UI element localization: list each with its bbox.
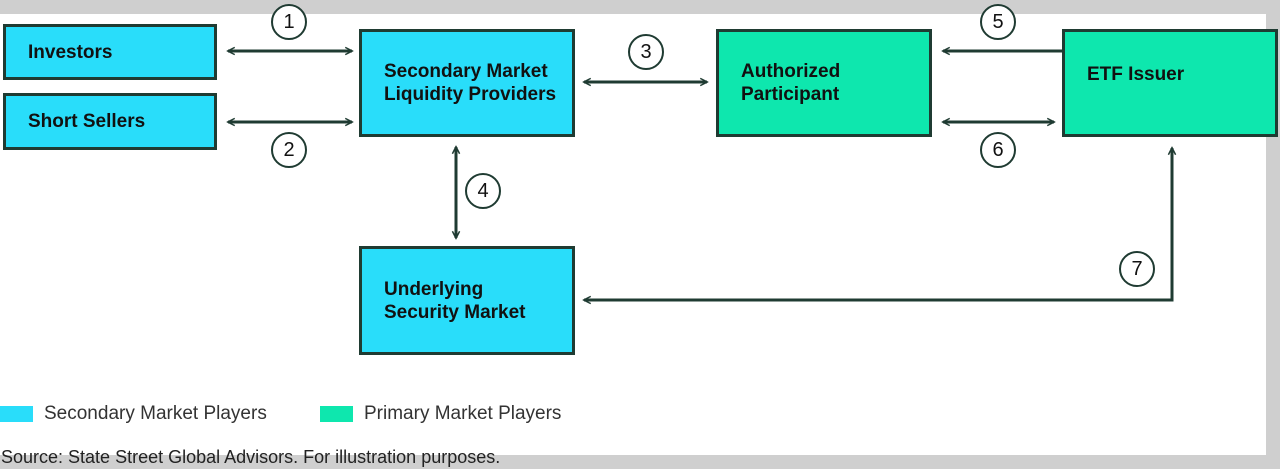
underlying-market-node: Underlying Security Market [359, 246, 575, 355]
source-note: Source: State Street Global Advisors. Fo… [1, 447, 501, 467]
edge-7-arrow [584, 148, 1172, 300]
liquidity-providers-label: Secondary Market Liquidity Providers [384, 61, 557, 105]
legend-secondary: Secondary Market Players [0, 403, 267, 425]
legend-primary: Primary Market Players [320, 403, 561, 425]
legend-secondary-label: Secondary Market Players [44, 403, 267, 424]
etf-issuer-node: ETF Issuer [1062, 29, 1278, 137]
edge-1-number: 1 [271, 4, 307, 40]
edge-2-number: 2 [271, 132, 307, 168]
edge-6-number: 6 [980, 132, 1016, 168]
liquidity-providers-node: Secondary Market Liquidity Providers [359, 29, 575, 137]
edge-3-number: 3 [628, 34, 664, 70]
primary-swatch [320, 406, 353, 422]
short-sellers-label: Short Sellers [28, 111, 146, 132]
investors-label: Investors [28, 41, 113, 63]
short-sellers-node: Short Sellers [3, 93, 217, 150]
legend-primary-label: Primary Market Players [364, 403, 562, 424]
edge-5-number: 5 [980, 4, 1016, 40]
secondary-swatch [0, 406, 33, 422]
edge-4-number: 4 [465, 173, 501, 209]
investors-node: Investors [3, 24, 217, 80]
authorized-participant-node: Authorized Participant [716, 29, 932, 137]
edge-7-number: 7 [1119, 251, 1155, 287]
authorized-participant-label: Authorized Participant [741, 61, 841, 105]
etf-issuer-label: ETF Issuer [1087, 63, 1185, 85]
underlying-market-label: Underlying Security Market [384, 278, 526, 323]
